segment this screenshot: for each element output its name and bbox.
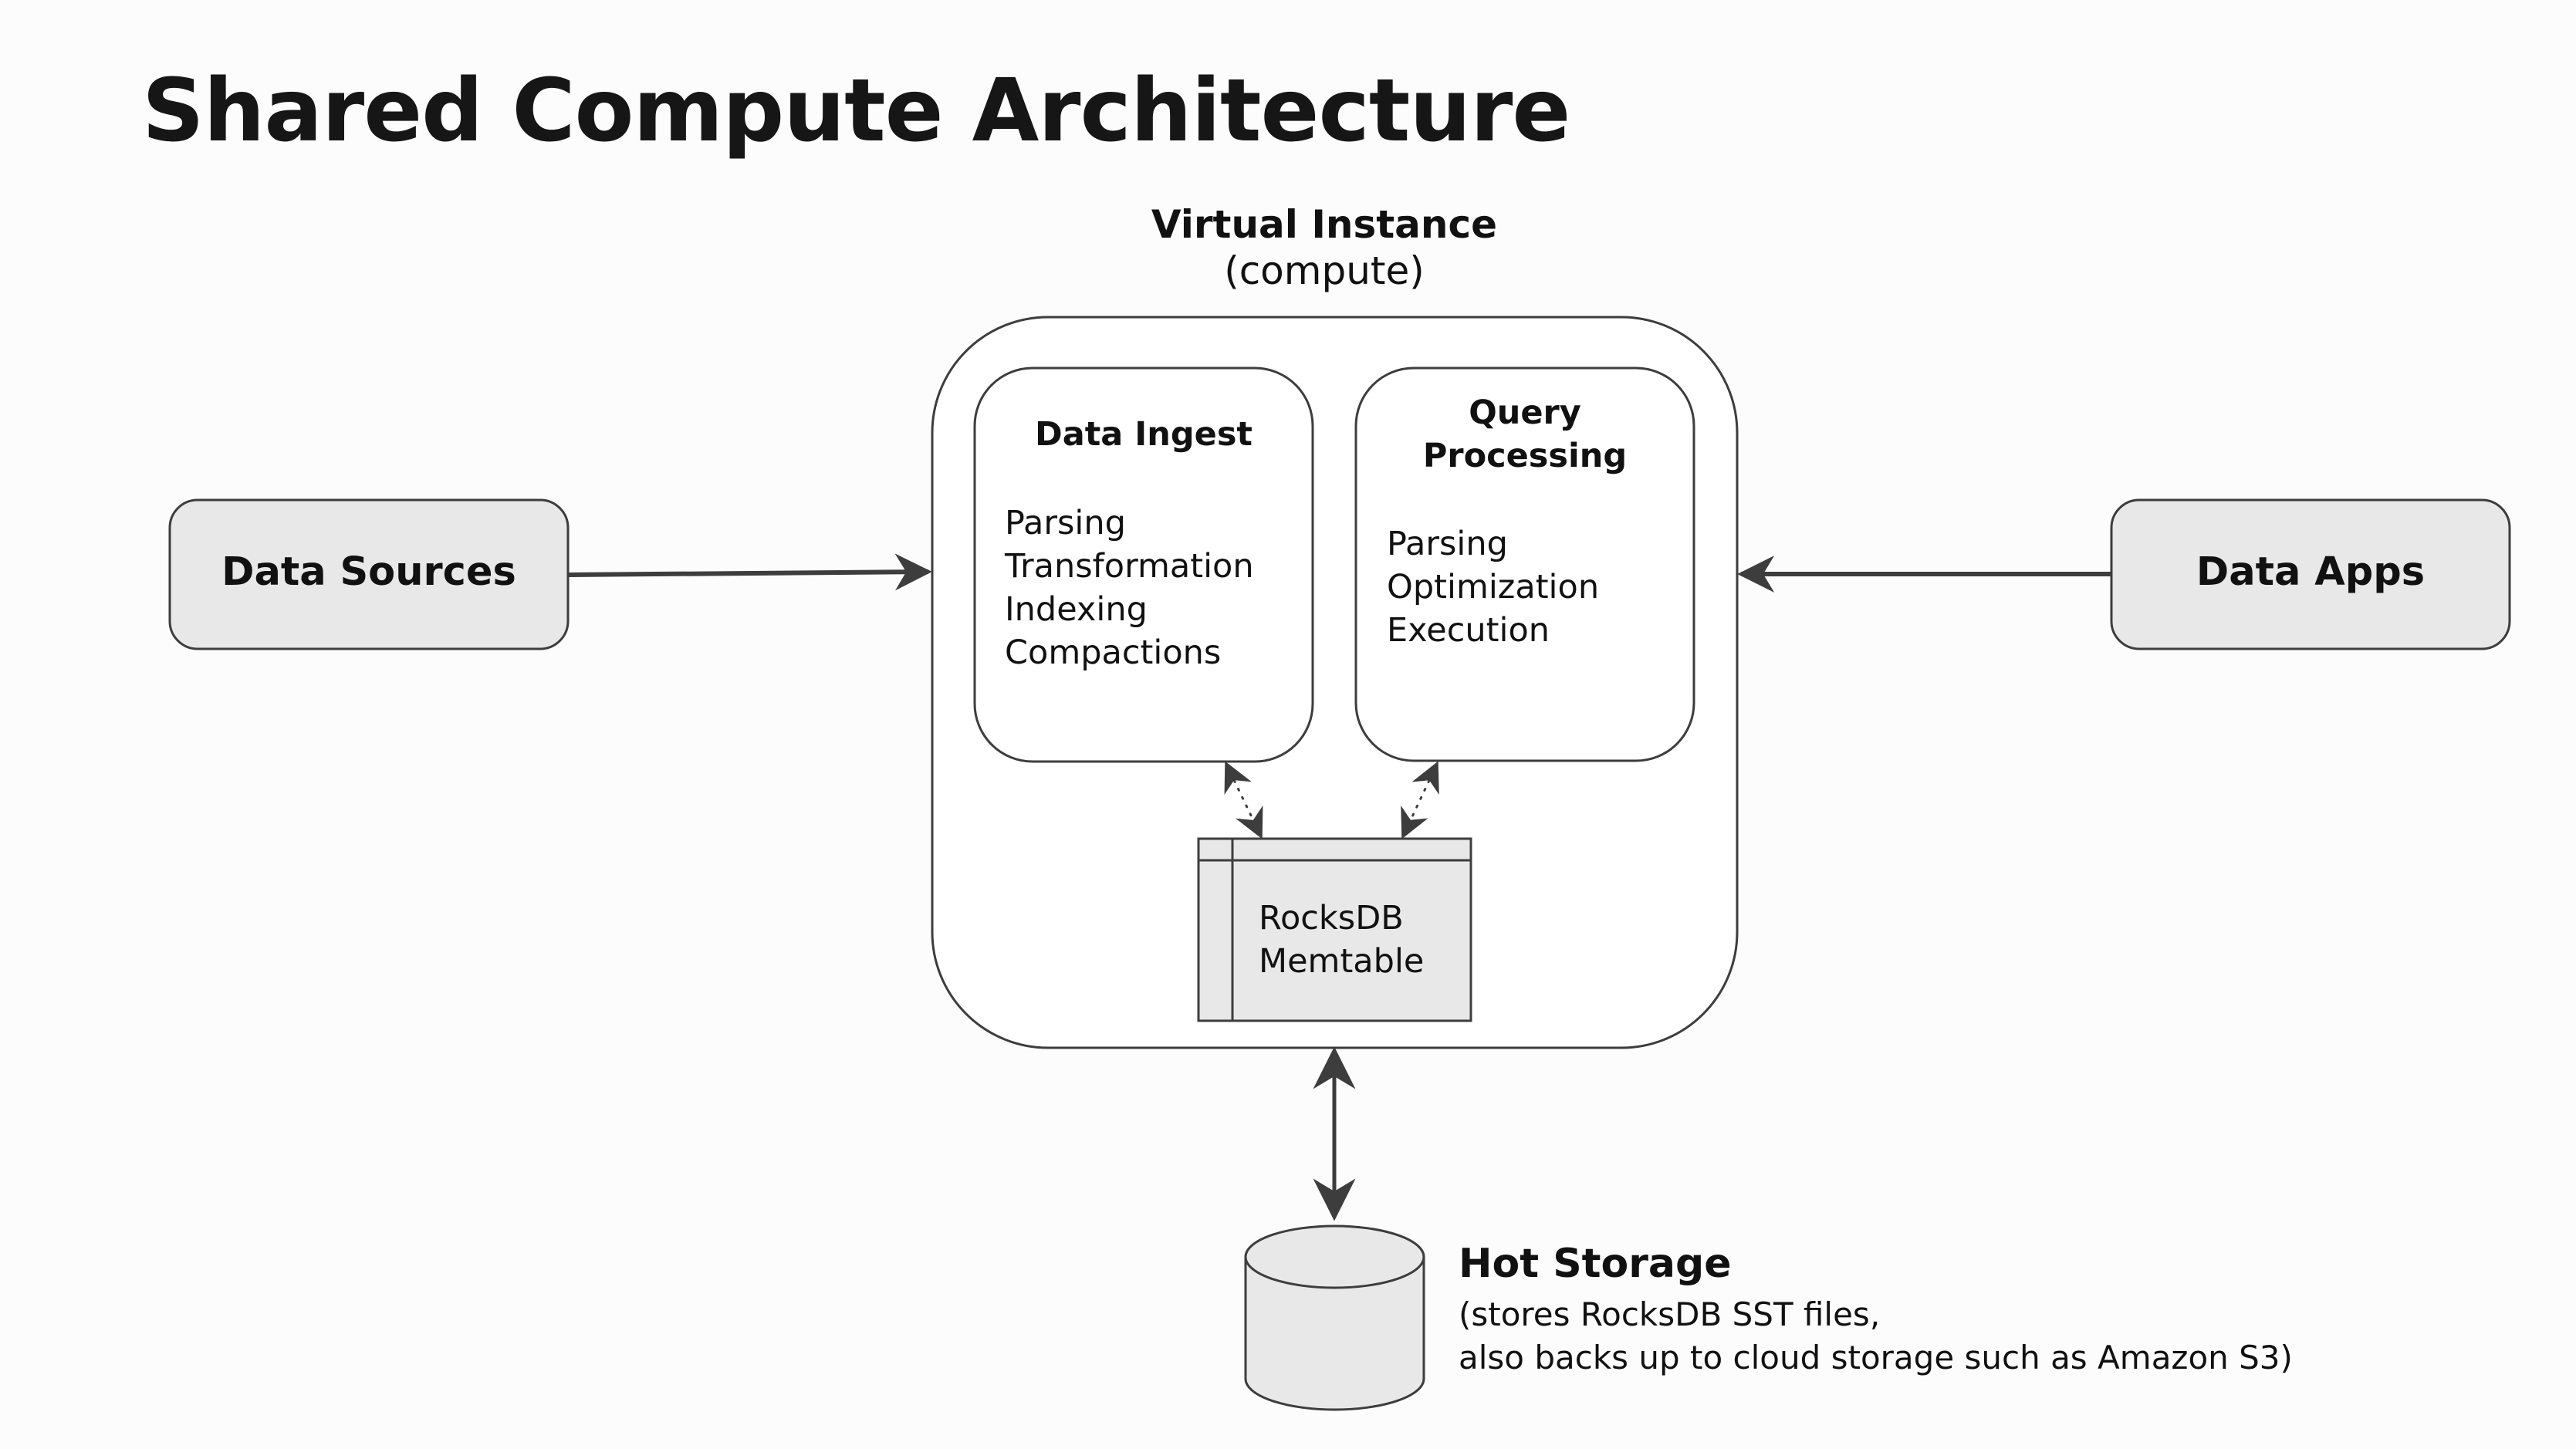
list-item: Parsing [1387, 525, 1508, 563]
edge-ingest-memtable [1224, 761, 1263, 839]
virtual-instance-subtitle: (compute) [1224, 248, 1425, 293]
list-item: Execution [1387, 611, 1550, 650]
data-ingest-list: Parsing Transformation Indexing Compacti… [1005, 502, 1254, 674]
query-processing-list: Parsing Optimization Execution [1387, 522, 1599, 652]
data-ingest-card [973, 366, 1314, 763]
hot-storage-description-line: also backs up to cloud storage such as A… [1459, 1339, 2293, 1376]
hot-storage-description: (stores RocksDB SST files, also backs up… [1459, 1293, 2293, 1380]
hot-storage-description-line: (stores RocksDB SST files, [1459, 1295, 1881, 1333]
list-item: Optimization [1387, 568, 1600, 606]
hot-storage-cylinder-icon [1244, 1224, 1425, 1411]
query-processing-title: Query Processing [1355, 391, 1695, 478]
query-processing-title-line: Query [1469, 393, 1581, 432]
memtable-node [1197, 837, 1472, 1022]
hot-storage-title: Hot Storage [1459, 1241, 1732, 1287]
memtable-label-line: RocksDB [1259, 899, 1404, 937]
page-title: Shared Compute Architecture [142, 61, 1570, 161]
list-item: Indexing [1005, 590, 1148, 629]
list-item: Compactions [1005, 633, 1222, 672]
list-item: Transformation [1005, 547, 1254, 586]
virtual-instance-title: Virtual Instance [1151, 202, 1498, 247]
data-sources-label: Data Sources [221, 549, 516, 595]
data-apps-label: Data Apps [2196, 549, 2426, 595]
list-item: Parsing [1005, 504, 1126, 542]
query-processing-title-line: Processing [1422, 437, 1628, 475]
edge-query-memtable [1401, 761, 1439, 839]
data-ingest-title: Data Ingest [1035, 415, 1253, 454]
query-processing-card [1354, 366, 1695, 762]
edge-data-sources-to-instance [567, 553, 932, 591]
memtable-label-line: Memtable [1259, 942, 1425, 981]
memtable-label: RocksDB Memtable [1259, 897, 1424, 983]
